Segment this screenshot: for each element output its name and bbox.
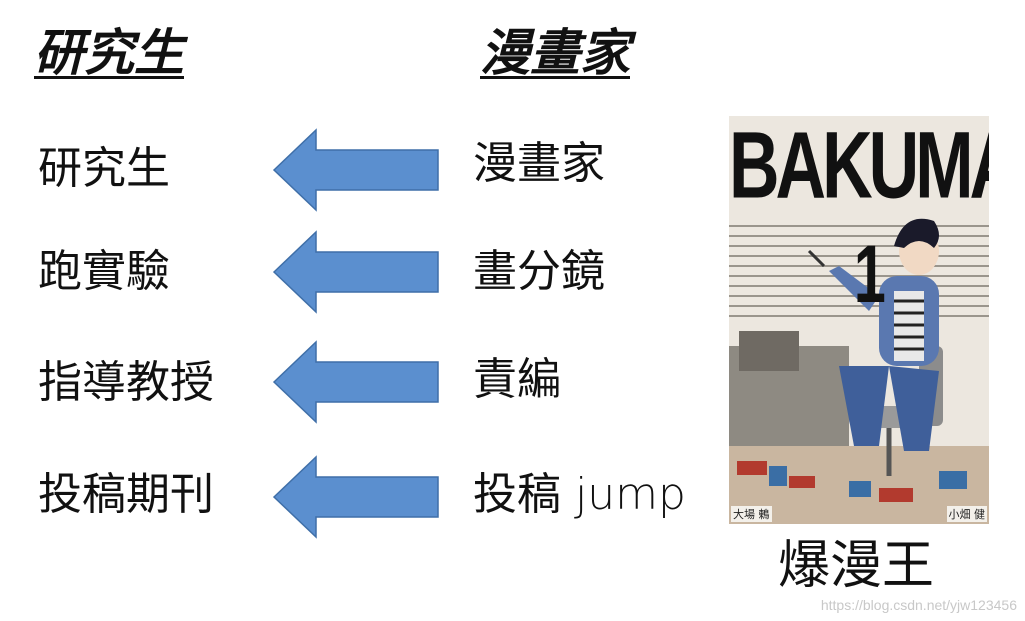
right-term-4: 投稿 jump bbox=[473, 469, 686, 520]
right-term-2: 畫分鏡 bbox=[473, 246, 605, 297]
watermark: https://blog.csdn.net/yjw123456 bbox=[820, 597, 1017, 613]
left-arrow-icon bbox=[272, 455, 439, 539]
cover-author-left: 大場 鶇 bbox=[731, 506, 772, 522]
cover-author-right: 小畑 健 bbox=[946, 506, 987, 522]
cover-caption: 爆漫王 bbox=[778, 536, 935, 596]
cover-illustration bbox=[729, 116, 989, 524]
cover-volume-number: 1 bbox=[853, 229, 886, 320]
left-arrow-icon bbox=[272, 128, 439, 212]
cover-title: BAKUMAN. bbox=[729, 116, 989, 218]
left-term-4: 投稿期刊 bbox=[38, 469, 214, 520]
left-term-3: 指導教授 bbox=[38, 357, 214, 408]
manga-cover-image: BAKUMAN. 1 大場 鶇 小畑 健 bbox=[729, 116, 989, 524]
right-column-heading: 漫畫家 bbox=[480, 23, 630, 82]
right-term-3: 責編 bbox=[473, 354, 561, 405]
left-column-heading: 研究生 bbox=[34, 23, 184, 82]
right-term-1: 漫畫家 bbox=[473, 138, 605, 189]
left-arrow-icon bbox=[272, 340, 439, 424]
left-term-1: 研究生 bbox=[38, 143, 170, 194]
left-arrow-icon bbox=[272, 230, 439, 314]
left-term-2: 跑實驗 bbox=[38, 246, 170, 297]
